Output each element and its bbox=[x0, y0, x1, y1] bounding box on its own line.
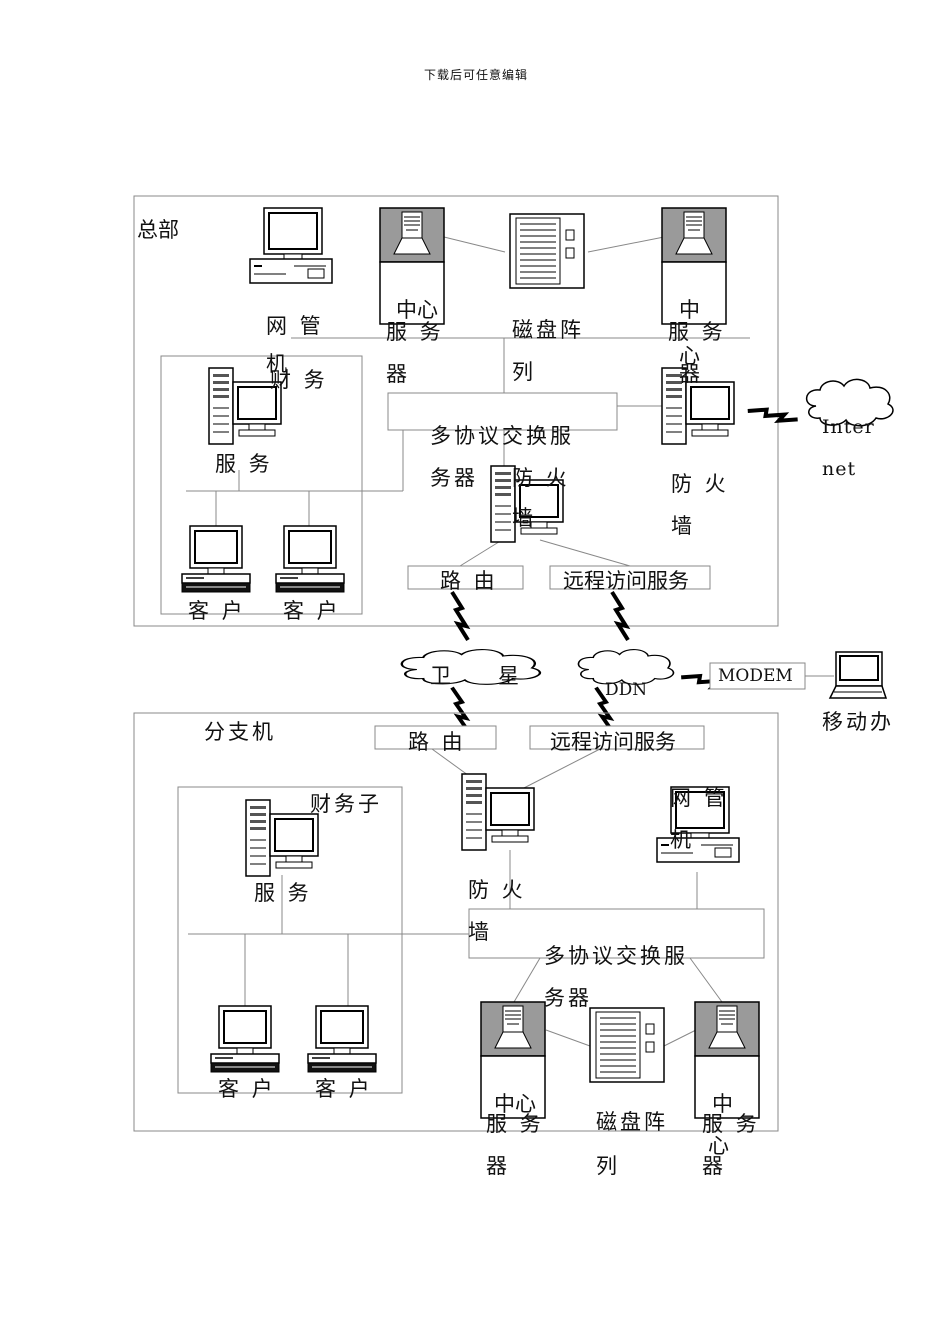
hq-center-server-2-label-1: 中 bbox=[679, 298, 703, 322]
branch-remote-access-label: 远程访问服务 bbox=[550, 730, 676, 754]
branch-firewall-label-2: 墙 bbox=[468, 920, 492, 944]
branch-client-2 bbox=[307, 1005, 377, 1073]
branch-netmgr-label-2: 机 bbox=[670, 828, 694, 852]
branch-finance-server-label: 服 务 bbox=[254, 881, 312, 905]
branch-center-server-2-label-1: 中 bbox=[712, 1092, 736, 1116]
branch-disk-array-label-2: 列 bbox=[596, 1154, 620, 1178]
hq-switch-label-1: 多协议交换服 bbox=[430, 424, 574, 448]
hq-switch-box bbox=[387, 392, 618, 431]
hq-center-server-2-label-4: 器 bbox=[679, 362, 703, 386]
hq-center-server-2-label-3: 心 bbox=[679, 344, 703, 368]
hq-remote-access-label: 远程访问服务 bbox=[563, 569, 689, 593]
branch-client-1 bbox=[210, 1005, 280, 1073]
hq-client-2 bbox=[275, 525, 345, 593]
branch-disk-array-label-1: 磁盘阵 bbox=[596, 1110, 668, 1134]
branch-boundary bbox=[133, 712, 779, 1132]
hq-finance-group-label: 财 务 bbox=[270, 368, 328, 392]
ddn-label: DDN bbox=[605, 680, 648, 700]
hq-client-1 bbox=[181, 525, 251, 593]
hq-center-server-1-label-2: 服 务 bbox=[386, 320, 444, 344]
branch-switch-label-1: 多协议交换服 bbox=[544, 944, 688, 968]
branch-firewall-label-1: 防 火 bbox=[468, 878, 526, 902]
hq-switch-label-2: 务器 bbox=[430, 466, 478, 490]
hq-disk-array bbox=[509, 213, 585, 289]
branch-netmgr-label-1: 网 管 bbox=[670, 786, 728, 810]
hq-center-server-1-label-3: 器 bbox=[386, 362, 410, 386]
hq-finance-server-label: 服 务 bbox=[215, 452, 273, 476]
branch-router-label: 路 由 bbox=[408, 730, 466, 754]
hq-remote-bolt bbox=[610, 590, 630, 642]
branch-finance-group-label: 财务子 bbox=[310, 792, 382, 816]
hq-firewall-outer-label-1: 防 火 bbox=[671, 472, 729, 496]
branch-remote-access-box bbox=[529, 725, 705, 750]
hq-disk-array-label-2: 列 bbox=[512, 360, 536, 384]
branch-center-server-1-label-3: 器 bbox=[486, 1154, 510, 1178]
hq-client-1-label: 客 户 bbox=[188, 599, 246, 623]
hq-remote-access-box bbox=[549, 565, 711, 590]
branch-center-server-1-label-1: 中心 bbox=[494, 1092, 536, 1116]
branch-center-server-2-label-3: 心 bbox=[708, 1134, 732, 1158]
hq-client-2-label: 客 户 bbox=[283, 599, 341, 623]
modem-label: MODEM bbox=[718, 666, 793, 686]
branch-firewall bbox=[461, 773, 535, 851]
branch-center-server-2-label-4: 器 bbox=[702, 1154, 726, 1178]
branch-center-server-2-label-2: 服 务 bbox=[702, 1112, 760, 1136]
branch-switch-label-2: 务器 bbox=[544, 986, 592, 1010]
branch-router-box bbox=[374, 725, 497, 750]
branch-title: 分支机 bbox=[204, 720, 276, 744]
branch-client-1-label: 客 户 bbox=[218, 1077, 276, 1101]
hq-netmgr-pc bbox=[249, 207, 333, 284]
hq-center-server-1-label-1: 中心 bbox=[396, 298, 438, 322]
hq-router-label: 路 由 bbox=[440, 569, 498, 593]
internet-label-1: Inter bbox=[822, 416, 875, 438]
hq-disk-array-label-1: 磁盘阵 bbox=[512, 318, 584, 342]
branch-client-2-label: 客 户 bbox=[315, 1077, 373, 1101]
modem-box bbox=[709, 662, 806, 690]
hq-firewall-inner-label-1: 防 火 bbox=[512, 466, 570, 490]
branch-disk-array bbox=[589, 1007, 665, 1083]
branch-finance-boundary bbox=[177, 786, 403, 1094]
branch-center-server-1-label-2: 服 务 bbox=[486, 1112, 544, 1136]
branch-router-bolt bbox=[450, 685, 470, 733]
header-note: 下载后可任意编辑 bbox=[424, 68, 529, 82]
hq-firewall-outer-label-2: 墙 bbox=[671, 514, 695, 538]
hq-router-box bbox=[407, 565, 524, 590]
satellite-label-1: 卫 bbox=[430, 664, 454, 688]
hq-router-bolt bbox=[450, 590, 470, 642]
hq-boundary bbox=[133, 195, 779, 627]
hq-netmgr-label-2: 机 bbox=[266, 352, 290, 376]
hq-title: 总部 bbox=[137, 218, 179, 242]
mobile-laptop bbox=[829, 651, 887, 699]
internet-label-2: net bbox=[822, 458, 857, 480]
hq-finance-boundary bbox=[160, 355, 363, 615]
hq-firewall-inner-label-2: 墙 bbox=[512, 506, 536, 530]
internet-link-bolt bbox=[748, 397, 798, 434]
hq-netmgr-label-1: 网 管 bbox=[266, 314, 324, 338]
satellite-label-2: 星 bbox=[498, 664, 522, 688]
mobile-label: 移动办 bbox=[822, 710, 894, 734]
hq-center-server-2-label-2: 服 务 bbox=[668, 320, 726, 344]
branch-finance-server bbox=[245, 799, 319, 877]
